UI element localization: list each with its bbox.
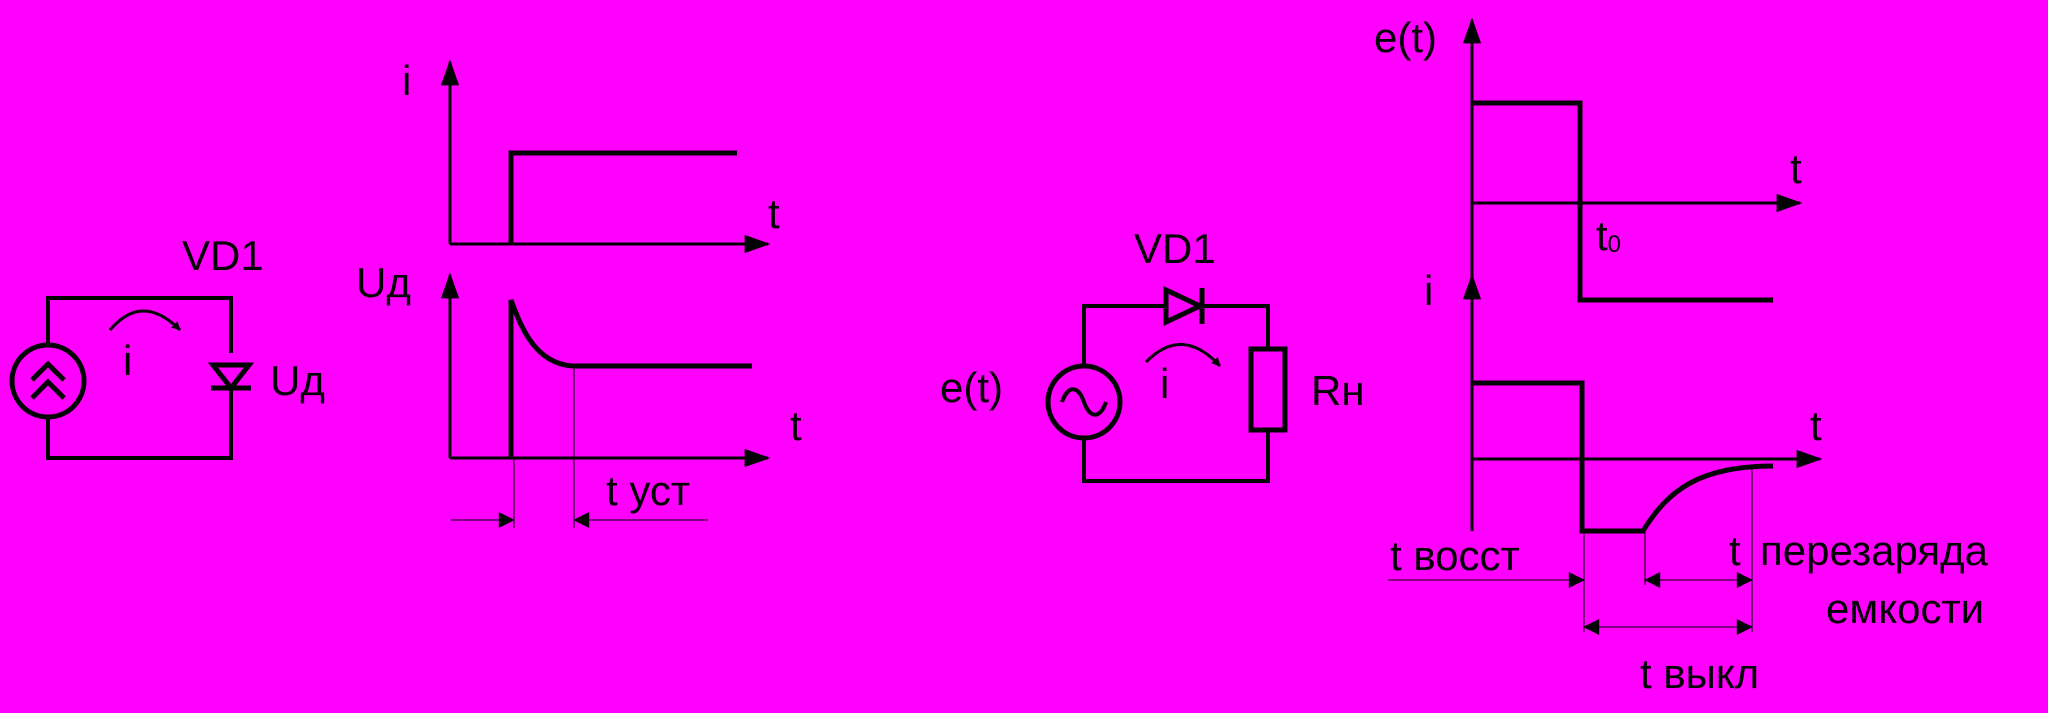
circuit-1: VD1 i Uд <box>9 232 325 460</box>
circuit-1-wire <box>46 296 233 353</box>
source-voltage-curve <box>1472 100 1773 303</box>
circuit-2-wire <box>1202 304 1270 349</box>
circuit-2: VD1 e(t) i Rн <box>940 225 1365 483</box>
y-axis-label: e(t) <box>1374 14 1437 61</box>
graph-current-recovery: i t t восст t перезаряда емкости t выкл <box>1388 267 1989 697</box>
y-axis-label: i <box>1424 267 1433 314</box>
circuit-1-diode-label: VD1 <box>182 232 264 279</box>
off-time-label: t выкл <box>1640 650 1759 697</box>
recovery-time-label: t восст <box>1390 532 1520 579</box>
x-axis-label: t <box>790 402 802 449</box>
recharge-time-t-label: t <box>1729 527 1741 574</box>
graph-diode-voltage: Uд t t уст <box>356 259 802 528</box>
voltage-overshoot-curve <box>508 299 752 458</box>
circuit-1-voltage-label: Uд <box>270 357 325 404</box>
resistor-icon <box>1248 346 1288 433</box>
x-axis-label: t <box>1790 145 1802 192</box>
reverse-recovery-curve <box>1472 380 1774 534</box>
graph-current-step: i t <box>402 57 780 254</box>
current-source-icon <box>9 342 87 420</box>
current-direction-arrow <box>1144 343 1222 368</box>
circuit-1-wire <box>46 388 233 460</box>
recharge-label-line-1: перезаряда <box>1760 527 1989 574</box>
current-step-curve <box>508 150 737 244</box>
circuit-1-current-label: i <box>123 337 132 384</box>
recharge-label-line-2: емкости <box>1826 585 1984 632</box>
current-direction-arrow <box>108 309 182 332</box>
circuit-2-current-label: i <box>1160 360 1169 407</box>
circuit-2-source-label: e(t) <box>940 364 1003 411</box>
x-axis-label: t <box>1810 402 1822 449</box>
switch-time-label: t0 <box>1596 212 1621 259</box>
diode-icon <box>207 362 255 393</box>
x-axis-label: t <box>768 190 780 237</box>
settling-time-label: t уст <box>606 467 690 514</box>
circuit-2-wire <box>1082 430 1270 483</box>
graph-source-voltage: e(t) t t0 <box>1374 14 1803 303</box>
y-axis-label: Uд <box>356 259 411 306</box>
y-axis-label: i <box>402 57 411 104</box>
circuit-2-diode-label: VD1 <box>1134 225 1216 272</box>
ac-source-icon <box>1045 363 1123 441</box>
circuit-2-wire <box>1082 304 1166 367</box>
circuit-2-resistor-label: Rн <box>1311 367 1365 414</box>
diode-icon <box>1163 286 1206 326</box>
